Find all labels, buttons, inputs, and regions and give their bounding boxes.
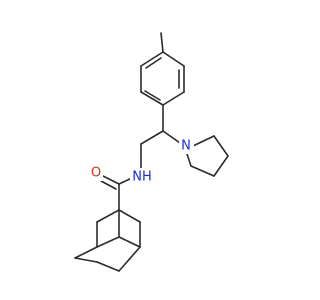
adamantane-cage [74,209,141,272]
ring-bond [140,91,164,106]
ring-bond [162,91,185,106]
pyrrolidine-bond [190,165,215,177]
cage-bond [96,236,120,248]
cage-bond [96,209,120,223]
ring-bond [140,51,164,67]
methyl-bond [160,32,164,53]
ring-double-bond [145,57,162,69]
structure-diagram: O NH N [74,32,229,272]
pyrrolidine-nitrogen-label-bg [179,138,194,154]
nh-carbonyl-bond [118,177,133,185]
pyrrolidine-bond [213,135,229,157]
cage-bond [96,261,120,272]
methylphenyl-group [140,32,185,106]
ch-n-bond [162,130,181,144]
cage-bond [74,246,98,259]
cage-bond [74,257,98,263]
carbonyl-double-bond [102,175,120,185]
ring-bond [162,51,185,67]
amide-nitrogen-label-bg [130,168,154,186]
ring-double-bond [144,90,161,101]
pyrrolidine-nitrogen-atom-label: N [181,139,191,154]
pyrrolidine-bond [213,155,229,177]
ch-ch2-bond [140,130,164,145]
oxygen-atom-label: O [91,166,101,181]
cage-bond [118,209,141,223]
oxygen-label-bg [89,165,103,181]
cage-bond [118,246,141,272]
amide-group [100,175,133,211]
linker-and-pyrrolidine [140,104,229,177]
amide-nitrogen-atom-label: NH [132,170,152,185]
atom-labels: O NH N [89,138,194,186]
cage-bond [118,236,141,248]
pyrrolidine-bond [192,135,215,147]
pyrrolidine-bond [186,153,192,167]
carbonyl-double-bond [100,180,117,190]
